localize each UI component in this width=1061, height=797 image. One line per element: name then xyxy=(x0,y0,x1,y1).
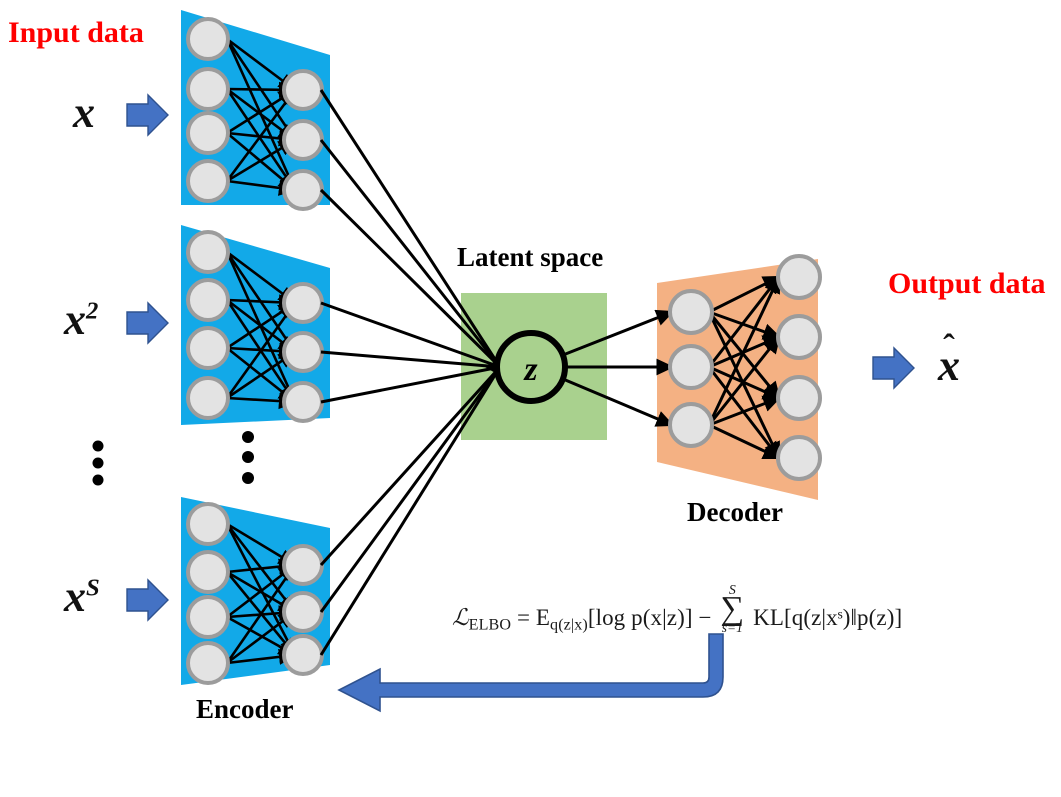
input-arrow-3 xyxy=(126,578,169,622)
summation-operator: S ∑ s=1 xyxy=(720,583,744,634)
input-arrow-2 xyxy=(126,301,169,345)
input-arrow-1 xyxy=(126,93,169,137)
decoder-block xyxy=(562,254,822,500)
elbo-minus: − xyxy=(698,604,712,630)
summation-upper-limit: S xyxy=(728,582,736,597)
backpropagation-arrow xyxy=(337,633,724,713)
encoder-label: Encoder xyxy=(196,694,294,724)
output-symbol-base: x xyxy=(938,341,960,390)
output-symbol-xhat: ̂x xyxy=(938,340,960,391)
summation-sigma: ∑ xyxy=(720,589,745,627)
summation-lower-limit: s=1 xyxy=(721,619,743,635)
encoder-block-3-edges xyxy=(225,522,298,665)
reconstruction-term: [log p(x|z)] xyxy=(587,604,693,630)
encoder-block-1-nodes xyxy=(186,17,324,211)
input-data-label: Input data xyxy=(8,16,144,49)
input-arrows-group xyxy=(126,93,915,622)
input-symbol-xS-exp: S xyxy=(86,574,100,602)
decoder-label: Decoder xyxy=(687,497,783,527)
output-data-label: Output data xyxy=(888,267,1046,300)
encoder-block-2-shape xyxy=(181,225,330,425)
elbo-lhs-symbol: ℒ xyxy=(452,604,469,631)
latent-variable-label: z xyxy=(523,351,538,388)
kl-term: [q(z|xˢ)‖p(z)] xyxy=(784,604,903,630)
input-symbol-x2: x2 xyxy=(64,294,98,345)
kl-symbol: KL xyxy=(753,604,784,630)
input-symbol-x2-exp: 2 xyxy=(86,297,99,325)
elbo-formula: ℒELBO = Eq(z|x)[log p(x|z)] − S ∑ s=1 KL… xyxy=(452,583,902,635)
input-symbol-xS: xS xyxy=(64,571,100,622)
encoder-block-2 xyxy=(181,225,330,425)
elbo-lhs-subscript: ELBO xyxy=(468,616,512,634)
elbo-equals: = xyxy=(516,604,531,630)
input-symbol-x2-base: x xyxy=(64,295,86,344)
latent-space-label: Latent space xyxy=(457,242,604,272)
latent-variable-node: z xyxy=(494,330,568,404)
encoder-block-2-edges xyxy=(225,250,298,410)
expectation-subscript: q(z|x) xyxy=(550,616,588,634)
encoder-to-latent-edges xyxy=(319,89,502,656)
encoder-block-3 xyxy=(181,497,330,685)
encoder-block-1 xyxy=(181,10,330,211)
decoder-edges xyxy=(707,274,782,461)
input-symbol-x1-base: x xyxy=(73,88,95,137)
input-symbol-xS-base: x xyxy=(64,572,86,621)
latent-to-decoder-edges xyxy=(562,309,675,427)
output-arrow xyxy=(872,346,915,390)
ellipsis-dots-group xyxy=(92,431,254,486)
expectation-symbol: E xyxy=(535,604,551,630)
encoder-block-2-nodes xyxy=(186,230,324,423)
decoder-nodes xyxy=(668,254,822,481)
input-symbol-x1: x xyxy=(73,87,95,138)
